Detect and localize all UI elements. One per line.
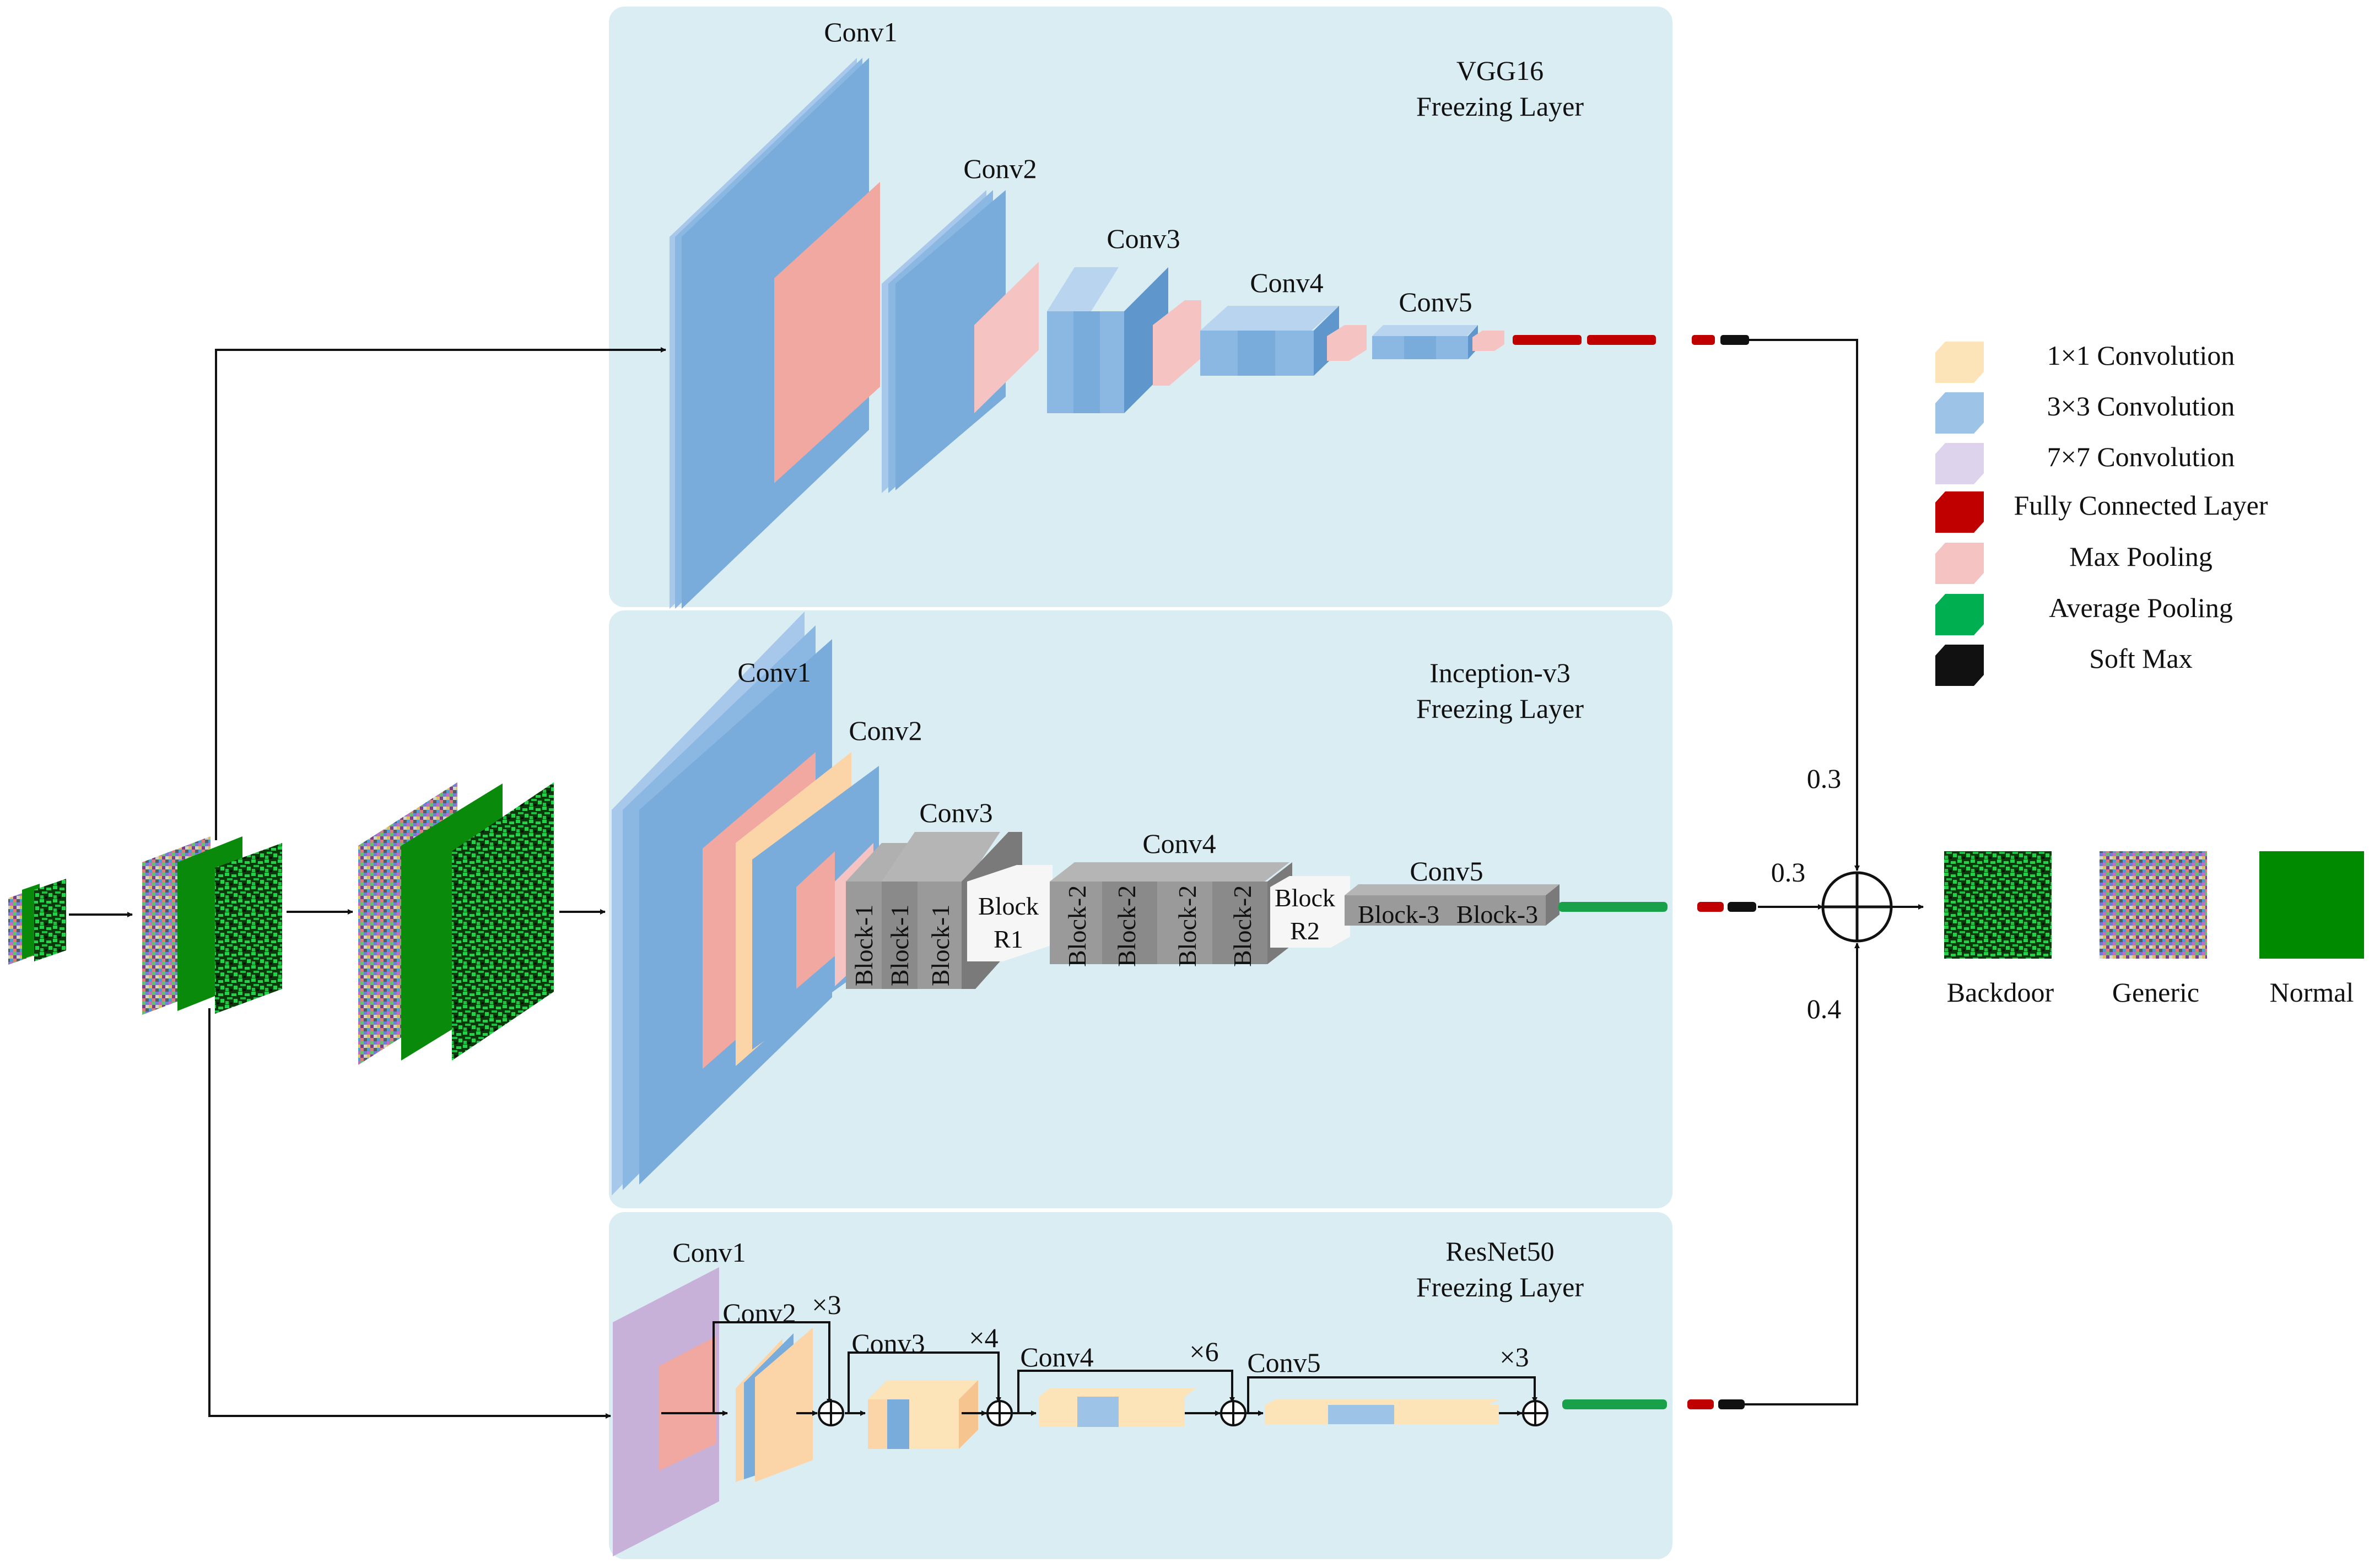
block3-label: Block-3 <box>1358 900 1439 928</box>
legend-label: Fully Connected Layer <box>2014 490 2268 521</box>
legend-label: Max Pooling <box>2069 541 2212 572</box>
resnet-title: ResNet50 <box>1445 1236 1554 1267</box>
normal-label: Normal <box>2270 977 2354 1008</box>
legend-maxpool-swatch <box>1935 543 1984 584</box>
vgg-conv5-label: Conv5 <box>1399 286 1472 317</box>
normal-output-image <box>2259 851 2364 959</box>
input-image-large <box>358 782 554 1065</box>
inception-conv5-label: Conv5 <box>1410 856 1483 886</box>
generic-label: Generic <box>2112 977 2199 1008</box>
block3-label: Block-3 <box>1456 900 1538 928</box>
legend-label: Average Pooling <box>2049 592 2233 623</box>
inception-conv4-label: Conv4 <box>1142 828 1216 859</box>
resnet-conv3-label: Conv3 <box>851 1328 925 1359</box>
legend-softmax-swatch <box>1935 645 1984 686</box>
block1-label: Block-1 <box>850 905 878 986</box>
legend-label: 7×7 Convolution <box>2047 441 2235 472</box>
vgg-conv2-label: Conv2 <box>963 153 1037 184</box>
block2-label: Block-2 <box>1173 885 1201 967</box>
fusion-sum-node <box>1821 871 1893 943</box>
block-r1-label: Block <box>978 892 1039 920</box>
inception-conv2-label: Conv2 <box>849 715 922 746</box>
legend-label: 3×3 Convolution <box>2047 391 2235 421</box>
backdoor-label: Backdoor <box>1947 977 2054 1008</box>
inception-title: Inception-v3 <box>1429 657 1570 688</box>
repeat-label: ×4 <box>969 1322 998 1353</box>
weight-resnet: 0.4 <box>1807 993 1842 1024</box>
fusion-connectors <box>1745 339 1924 1405</box>
inception-subtitle: Freezing Layer <box>1416 693 1584 724</box>
block2-label: Block-2 <box>1063 885 1091 967</box>
input-image-small <box>8 879 66 965</box>
vgg-conv1-label: Conv1 <box>824 17 897 47</box>
residual-add-nodes <box>818 1400 1548 1426</box>
block-r2-label: R2 <box>1290 917 1320 945</box>
input-connectors <box>69 347 666 1419</box>
repeat-label: ×3 <box>812 1289 841 1320</box>
legend-3x3-conv-swatch <box>1935 392 1984 434</box>
block2-label: Block-2 <box>1113 885 1141 967</box>
vgg-conv4-label: Conv4 <box>1250 267 1323 298</box>
vgg-layers <box>670 58 1749 609</box>
inception-layers <box>612 612 1756 1196</box>
resnet-conv2-label: Conv2 <box>722 1297 796 1328</box>
generic-output-image <box>2100 851 2207 959</box>
vgg-subtitle: Freezing Layer <box>1416 91 1584 122</box>
legend-7x7-conv-swatch <box>1935 443 1984 484</box>
resnet-conv5-label: Conv5 <box>1247 1347 1320 1378</box>
resnet-panel <box>609 1212 1672 1559</box>
legend-label: Soft Max <box>2089 643 2193 674</box>
legend: 1×1 Convolution 3×3 Convolution 7×7 Conv… <box>1935 340 2268 686</box>
resnet-connections <box>661 1321 1537 1416</box>
block2-label: Block-2 <box>1228 885 1256 967</box>
resnet-conv1-label: Conv1 <box>672 1237 746 1268</box>
input-image-medium <box>142 836 282 1015</box>
legend-avgpool-swatch <box>1935 594 1984 635</box>
legend-label: 1×1 Convolution <box>2047 340 2235 371</box>
backdoor-output-image <box>1944 851 2052 959</box>
block-r1-label: R1 <box>994 925 1023 953</box>
inception-conv1-label: Conv1 <box>737 657 811 688</box>
weight-inception: 0.3 <box>1771 857 1806 888</box>
weight-vgg: 0.3 <box>1807 763 1842 794</box>
repeat-label: ×3 <box>1499 1342 1529 1372</box>
block1-label: Block-1 <box>926 905 954 986</box>
legend-fc-swatch <box>1935 491 1984 533</box>
block-r2-label: Block <box>1275 884 1335 912</box>
resnet-layers <box>613 1267 1745 1556</box>
vgg-title: VGG16 <box>1456 55 1544 86</box>
legend-1x1-conv-swatch <box>1935 342 1984 383</box>
vgg-conv3-label: Conv3 <box>1107 223 1180 254</box>
resnet-conv4-label: Conv4 <box>1020 1342 1093 1372</box>
inception-conv3-label: Conv3 <box>919 797 992 828</box>
repeat-label: ×6 <box>1189 1336 1218 1367</box>
block1-label: Block-1 <box>886 905 914 986</box>
resnet-subtitle: Freezing Layer <box>1416 1272 1584 1302</box>
